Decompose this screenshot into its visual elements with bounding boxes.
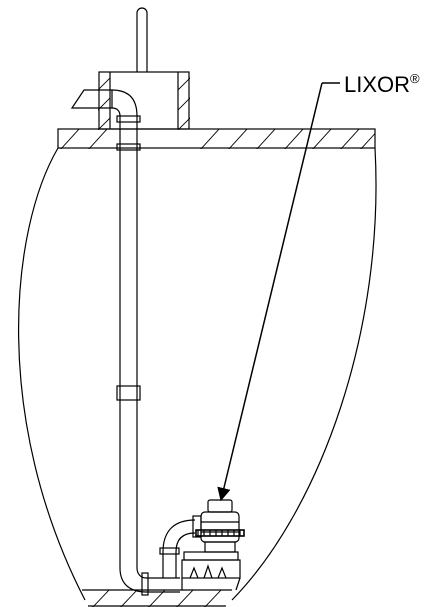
tank-right-wall xyxy=(231,147,377,601)
tank-top-slab xyxy=(57,128,376,149)
vent-pipe xyxy=(136,7,148,72)
pump-base xyxy=(181,551,241,591)
access-chimney xyxy=(98,71,190,130)
pipe-bend-bottom xyxy=(119,567,180,596)
riser-pipe xyxy=(116,115,141,568)
pump-connection-pipe xyxy=(159,515,202,578)
callout-label: LIXOR® xyxy=(344,71,420,97)
outlet-elbow xyxy=(70,89,138,117)
callout-leader xyxy=(217,82,340,502)
lixor-pump xyxy=(195,499,245,553)
tank-left-wall xyxy=(17,147,86,601)
registered-mark: ® xyxy=(410,71,420,86)
